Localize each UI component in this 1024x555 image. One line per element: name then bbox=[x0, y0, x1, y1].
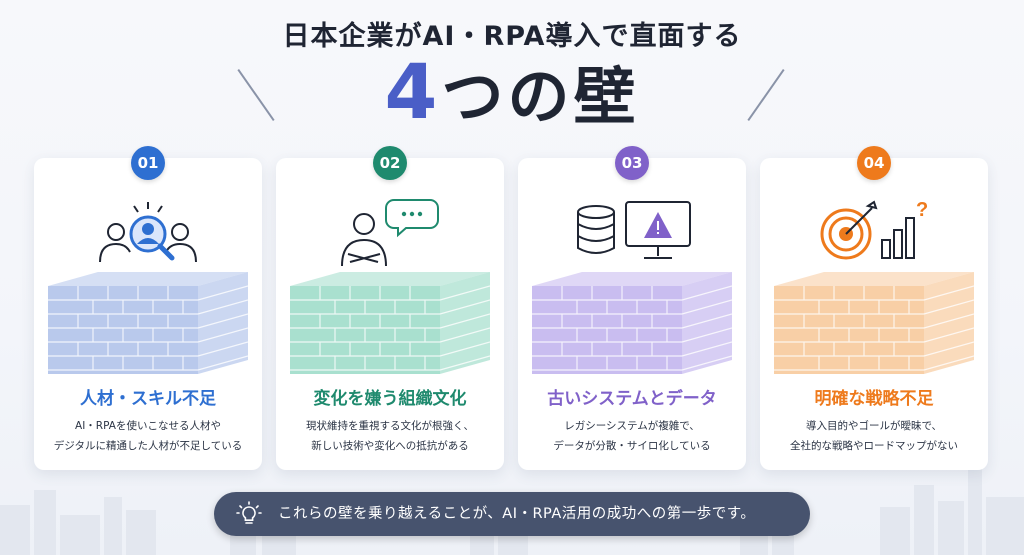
card-title: 人材・スキル不足 bbox=[80, 389, 216, 409]
challenge-card-03: 古いシステムとデータレガシーシステムが複雑で、データが分散・サイロ化している bbox=[518, 158, 746, 470]
card-description-line: レガシーシステムが複雑で、 bbox=[564, 420, 700, 432]
target-chart-question-icon: ? bbox=[820, 199, 928, 260]
card-description-line: データが分散・サイロ化している bbox=[553, 440, 711, 452]
challenge-card-01: 人材・スキル不足 AI・RPAを使いこなせる人材やデジタルに精通した人材が不足して… bbox=[34, 158, 262, 470]
card-description: 現状維持を重視する文化が根強く、新しい技術や変化への抵抗がある bbox=[276, 416, 504, 456]
card-description: 導入目的やゴールが曖昧で、全社的な戦略やロードマップがない bbox=[760, 416, 988, 456]
card-description-line: 現状維持を重視する文化が根強く、 bbox=[306, 420, 474, 432]
lightbulb-icon bbox=[236, 501, 262, 524]
card-description-line: 新しい技術や変化への抵抗がある bbox=[311, 440, 469, 452]
number-badge: 02 bbox=[373, 146, 407, 180]
card-description-line: AI・RPAを使いこなせる人材や bbox=[75, 420, 221, 432]
number-badge: 01 bbox=[131, 146, 165, 180]
brick-wall bbox=[774, 272, 974, 374]
card-description-line: 導入目的やゴールが曖昧で、 bbox=[805, 420, 943, 432]
svg-text:?: ? bbox=[916, 199, 928, 221]
page-title-number: 4 bbox=[384, 47, 442, 136]
card-title: 古いシステムとデータ bbox=[547, 389, 717, 409]
card-description-line: 全社的な戦略やロードマップがない bbox=[790, 440, 958, 452]
people-search-icon bbox=[99, 202, 197, 263]
card-description-line: デジタルに精通した人材が不足している bbox=[53, 440, 243, 452]
page-subtitle: 日本企業がAI・RPA導入で直面する bbox=[282, 21, 742, 52]
number-badge: 04 bbox=[857, 146, 891, 180]
number-badge: 03 bbox=[615, 146, 649, 180]
card-title: 明確な戦略不足 bbox=[814, 389, 934, 409]
page-title-text: つの壁 bbox=[441, 60, 640, 133]
brick-wall bbox=[532, 272, 732, 374]
brick-wall bbox=[48, 272, 248, 374]
challenge-card-04: ? 明確な戦略不足導入目的やゴールが曖昧で、全社的な戦略やロードマップがない bbox=[760, 158, 988, 470]
challenge-card-02: 変化を嫌う組織文化現状維持を重視する文化が根強く、新しい技術や変化への抵抗がある bbox=[276, 158, 504, 470]
footer-text: これらの壁を乗り越えることが、AI・RPA活用の成功への第一歩です。 bbox=[278, 506, 756, 522]
card-title: 変化を嫌う組織文化 bbox=[313, 389, 467, 409]
brick-wall bbox=[290, 272, 490, 374]
card-description: レガシーシステムが複雑で、データが分散・サイロ化している bbox=[518, 416, 746, 456]
card-description: AI・RPAを使いこなせる人材やデジタルに精通した人材が不足している bbox=[34, 416, 262, 456]
page-title: 4つの壁 bbox=[0, 52, 1024, 137]
database-warning-monitor-icon bbox=[577, 201, 691, 259]
crossed-arms-person-with-speech-bubble-icon bbox=[341, 199, 439, 267]
footer-banner: これらの壁を乗り越えることが、AI・RPA活用の成功への第一歩です。 bbox=[214, 492, 810, 536]
